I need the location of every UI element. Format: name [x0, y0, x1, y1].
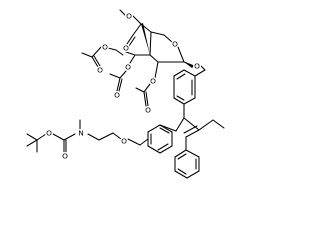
acetyl3-ester-oxygen: O [149, 77, 157, 86]
amine-nitrogen: N [77, 129, 85, 138]
svg-text:O: O [123, 44, 129, 53]
acetyl1-ester-oxygen: O [101, 43, 109, 52]
svg-text:O: O [62, 152, 68, 161]
acetyl2-ester-oxygen: O [124, 63, 132, 72]
svg-text:O: O [125, 63, 131, 72]
chemical-structure-diagram: O O O O O O O O [26, 9, 225, 179]
svg-text:O: O [172, 40, 178, 49]
acetyl2-carbonyl-oxygen: O [113, 91, 121, 100]
atom-labels: O O O O O O O O [45, 12, 201, 161]
svg-text:O: O [46, 129, 52, 138]
svg-text:O: O [194, 62, 200, 71]
ether-oxygen: O [120, 137, 128, 146]
ring-oxygen: O [171, 40, 179, 49]
svg-text:O: O [114, 91, 120, 100]
ester-carbonyl-oxygen: O [122, 44, 130, 53]
svg-text:O: O [97, 66, 103, 75]
svg-text:O: O [126, 12, 132, 21]
svg-text:N: N [78, 129, 84, 138]
svg-text:O: O [121, 137, 127, 146]
boc-carbonyl-oxygen: O [61, 152, 69, 161]
boc-ester-oxygen: O [45, 129, 53, 138]
acetyl1-carbonyl-oxygen: O [96, 66, 104, 75]
ester-methyl-oxygen: O [125, 12, 133, 21]
svg-text:O: O [150, 77, 156, 86]
bond-lines [26, 9, 225, 179]
acetyl3-carbonyl-oxygen: O [144, 106, 152, 115]
glycosidic-oxygen: O [193, 62, 201, 71]
stereo-wedges [141, 23, 194, 68]
svg-text:O: O [102, 43, 108, 52]
svg-text:O: O [145, 106, 151, 115]
